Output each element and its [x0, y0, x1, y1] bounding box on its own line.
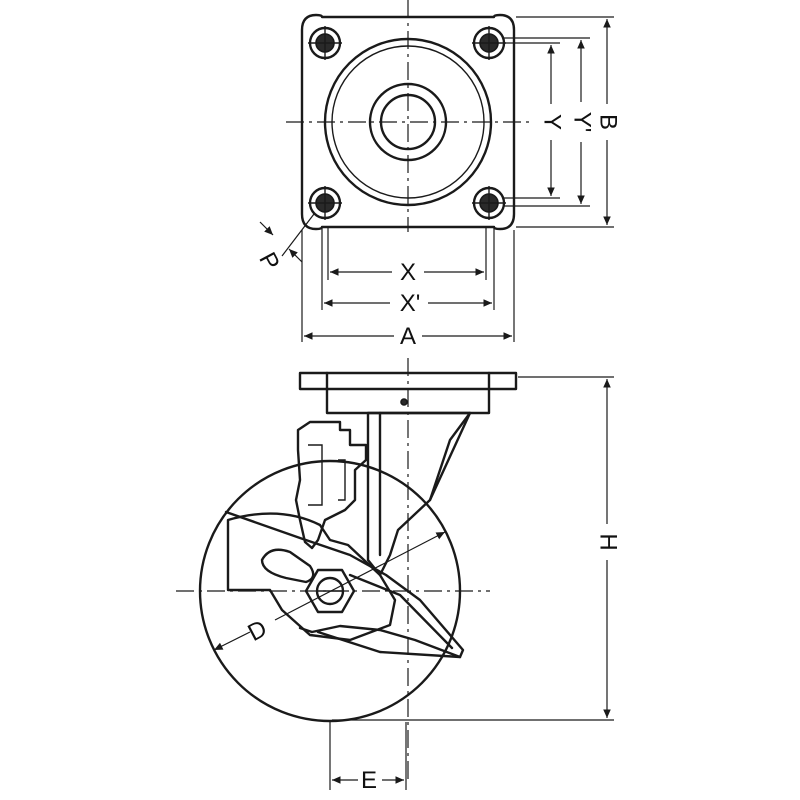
axle-nut [304, 568, 356, 614]
label-x-prime: X' [400, 290, 421, 317]
dimension-x: X [327, 228, 487, 286]
label-d: D [243, 615, 271, 647]
dimension-y-prime: Y' [504, 37, 596, 207]
kingpin-boss-inner [379, 93, 437, 151]
label-y: Y [539, 114, 566, 130]
label-p: P [253, 248, 284, 275]
label-h: H [595, 533, 622, 550]
label-e: E [361, 767, 377, 794]
label-x: X [400, 259, 416, 286]
top-view [286, 0, 530, 232]
swivel-raceway-outer-ring [323, 37, 493, 207]
label-y-prime: Y' [569, 112, 596, 133]
mounting-plate-outline [300, 13, 516, 231]
kingpin-boss-outer [368, 82, 448, 162]
side-view: D H E [176, 358, 622, 794]
wheel-tire [198, 459, 462, 723]
dimension-h: H [332, 376, 622, 721]
side-top-plate [298, 371, 518, 391]
dimension-b: B [516, 16, 622, 228]
brake-mechanism [294, 420, 368, 550]
brake-adjust-slot [260, 548, 315, 584]
dimension-d-line [213, 631, 251, 651]
dimension-x-prime: X' [321, 228, 495, 317]
dimension-a: A [301, 230, 515, 350]
caster-fork-leg [366, 411, 472, 577]
dimension-y: Y [504, 42, 566, 199]
label-a: A [400, 323, 416, 350]
brake-pedal-arm [224, 510, 465, 659]
dimension-e: E [329, 722, 407, 794]
swivel-raceway-inner-ring [331, 45, 485, 199]
label-b: B [595, 114, 622, 130]
